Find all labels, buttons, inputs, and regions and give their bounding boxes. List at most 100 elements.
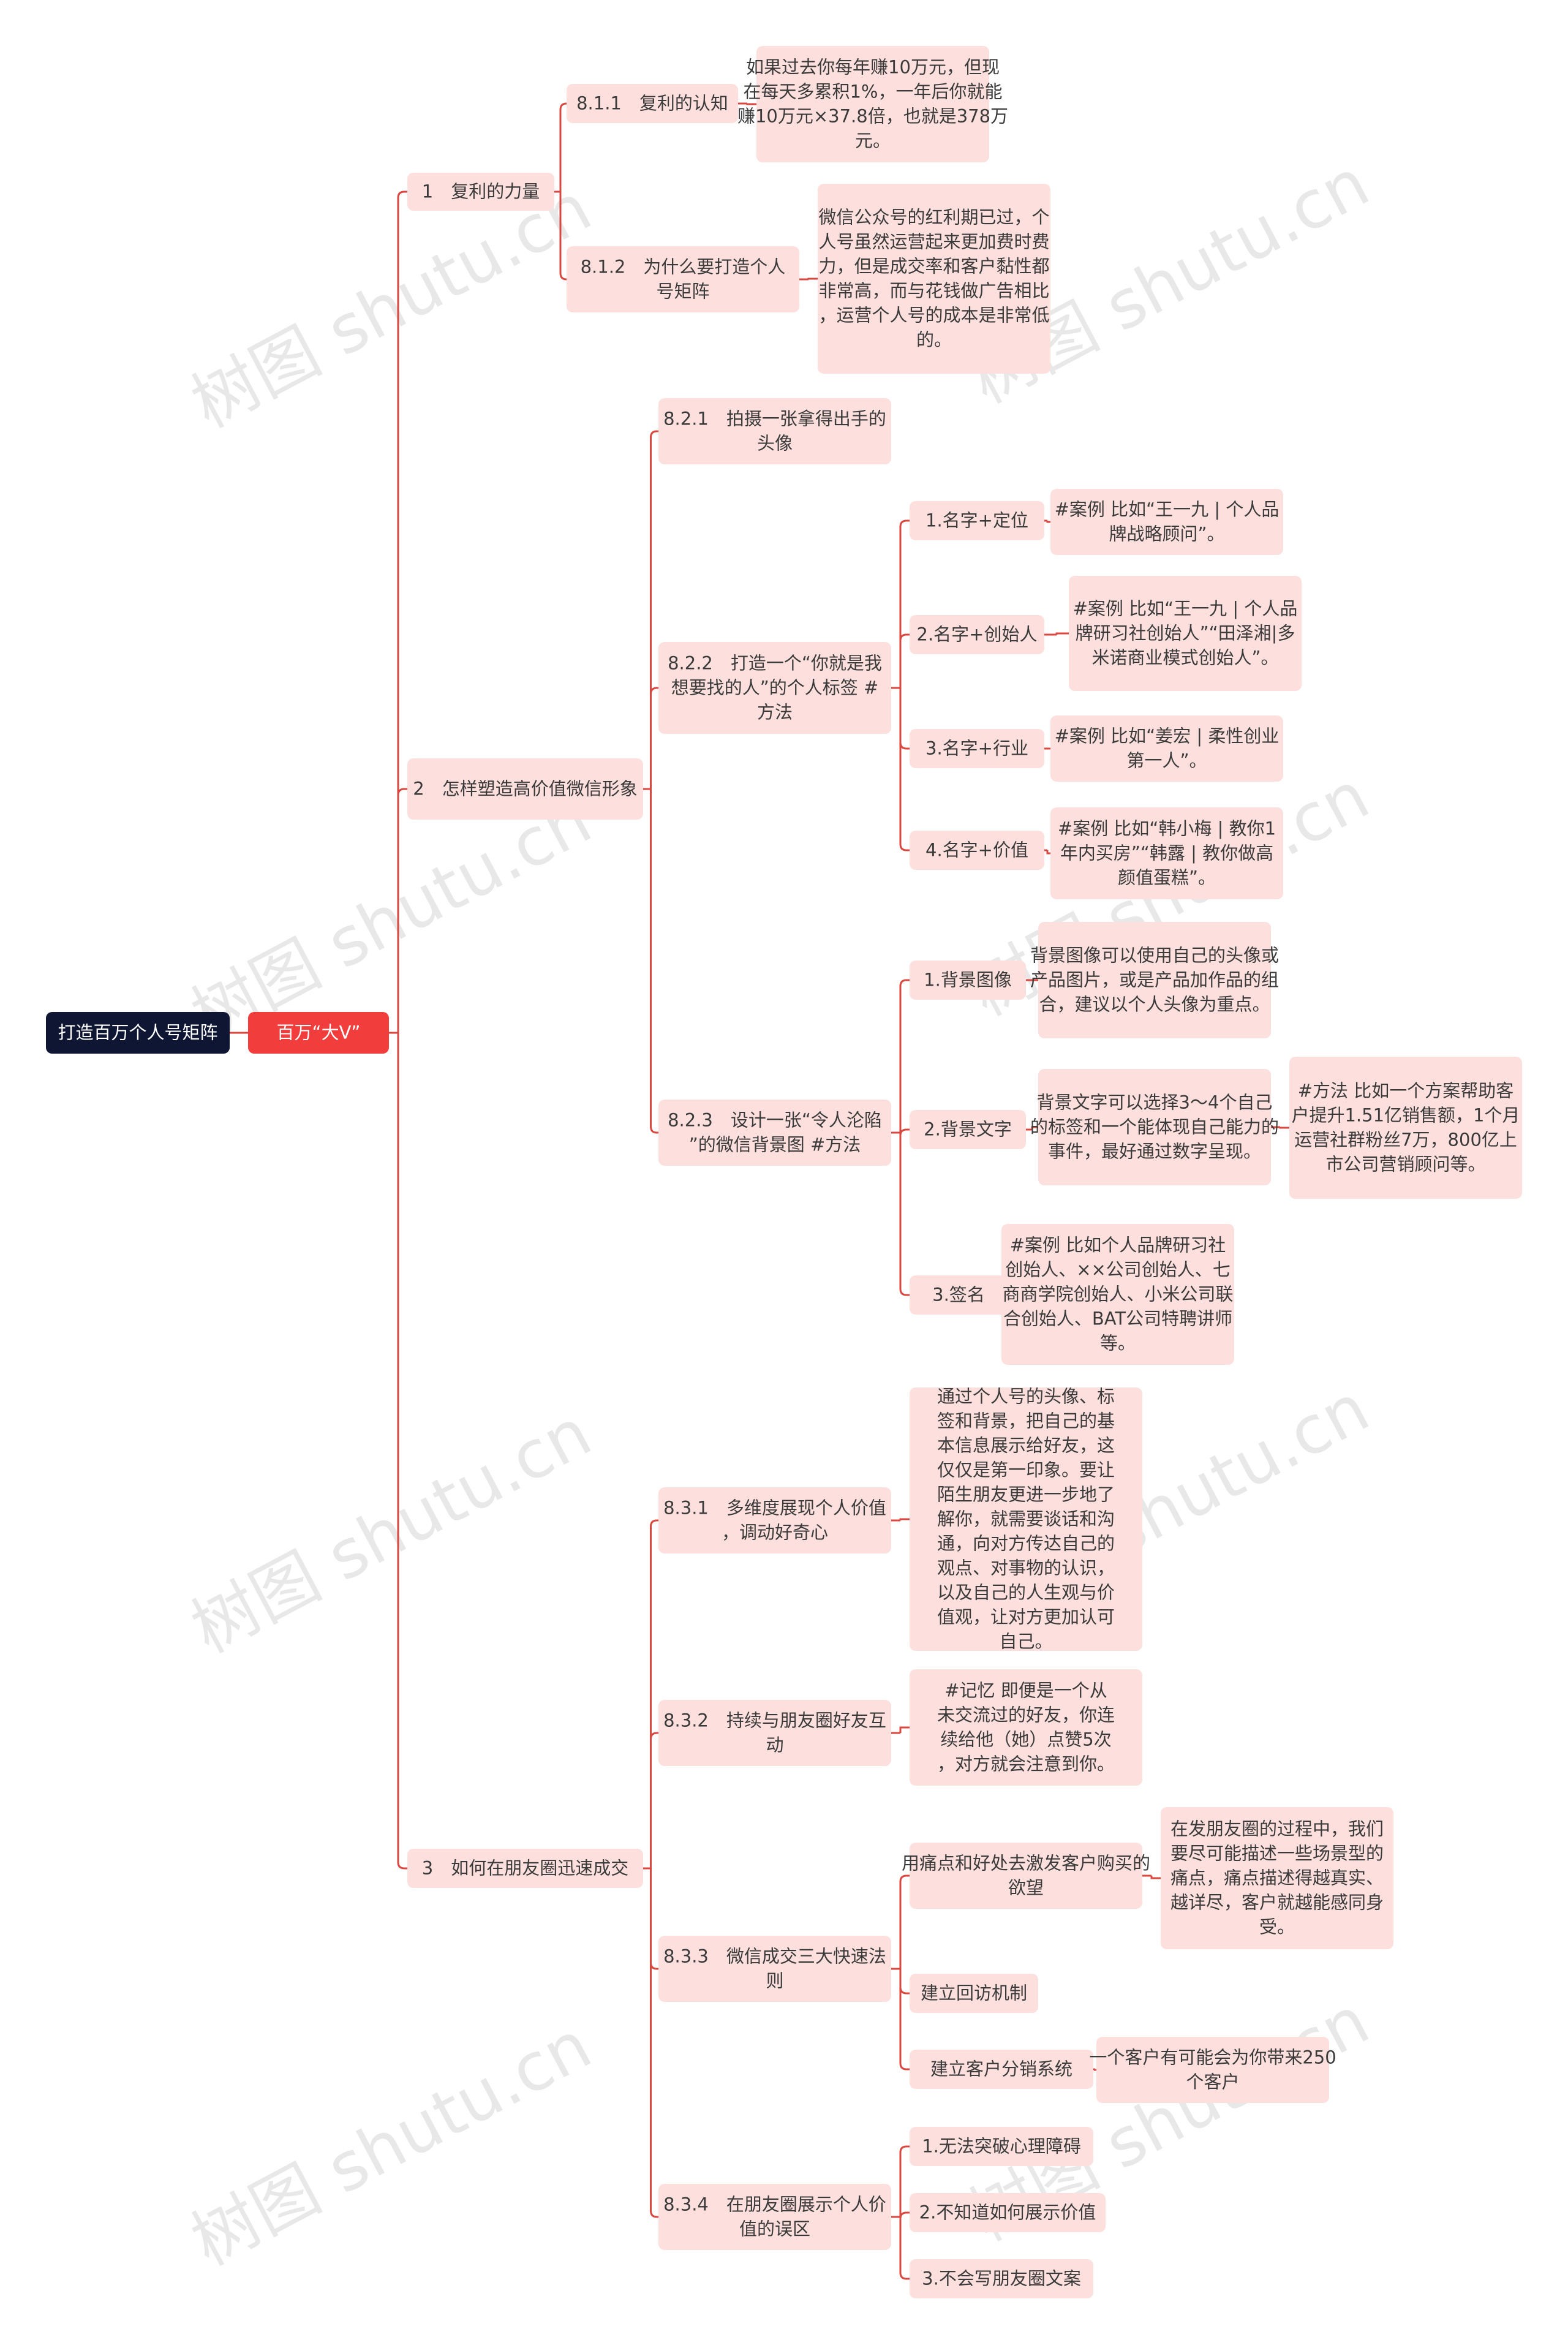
connector-stem	[554, 110, 562, 273]
connector-branch	[650, 1126, 658, 1134]
mind-node-level-4[interactable]: 2.不知道如何展示价值	[910, 2193, 1106, 2232]
mind-node-level-4-label: 1.背景图像	[924, 970, 1012, 991]
mind-node-level-3-label: 8.2.1 拍摄一张拿得出手的头像	[663, 409, 886, 454]
connector-branch	[650, 1519, 658, 1527]
connector-branch	[899, 979, 910, 987]
mind-node-level-3[interactable]: 8.3.3 微信成交三大快速法则	[658, 1936, 891, 2002]
mind-node-level-4[interactable]: 2.背景文字	[910, 1110, 1026, 1149]
mind-node-level-4[interactable]: 建立回访机制	[910, 1974, 1038, 2013]
connector-branch	[1046, 850, 1050, 855]
central-topic[interactable]: 打造百万个人号矩阵	[46, 1012, 230, 1054]
mind-node-level-5-label: #案例 比如个人品牌研习社创始人、××公司创始人、七商商学院创始人、小米公司联合…	[1002, 1235, 1233, 1354]
mind-node-level-5[interactable]: #案例 比如“王一九 | 个人品牌战略顾问”。	[1050, 489, 1283, 555]
mind-node-level-4-label: 如果过去你每年赚10万元，但现在每天多累积1%，一年后你就能赚10万元×37.8…	[737, 57, 1008, 151]
mind-node-level-5-box	[1050, 807, 1283, 899]
mind-node-level-5[interactable]: 在发朋友圈的过程中，我们要尽可能描述一些场景型的痛点，痛点描述得越真实、越详尽，…	[1161, 1807, 1393, 1949]
mind-node-level-4-label: 建立回访机制	[921, 1983, 1027, 2004]
connector-layer	[230, 102, 1289, 2280]
mind-node-level-3[interactable]: 8.1.1 复利的认知	[567, 84, 738, 123]
mind-node-level-4-box	[910, 1974, 1038, 2013]
mind-node-level-5-label: 背景图像可以使用自己的头像或产品图片，或是产品加作品的组合，建议以个人头像为重点…	[1030, 945, 1279, 1015]
mind-node-level-2-label: 1 复利的力量	[422, 181, 540, 202]
connector-branch	[650, 1962, 658, 1970]
mind-node-level-4[interactable]: 如果过去你每年赚10万元，但现在每天多累积1%，一年后你就能赚10万元×37.8…	[737, 46, 1008, 162]
mind-node-level-4-label: #记忆 即便是一个从未交流过的好友，你连续给他（她）点赞5次，对方就会注意到你。	[937, 1680, 1115, 1775]
mind-node-level-5-box	[1050, 715, 1283, 782]
mind-node-level-4-box	[910, 729, 1044, 768]
main-topic[interactable]: 百万“大V”	[248, 1012, 389, 1054]
mind-node-level-4[interactable]: 微信公众号的红利期已过，个人号虽然运营起来更加费时费力，但是成交率和客户黏性都非…	[818, 184, 1050, 374]
mind-node-level-5[interactable]: #案例 比如个人品牌研习社创始人、××公司创始人、七商商学院创始人、小米公司联合…	[1001, 1224, 1234, 1365]
mind-node-level-5-label: #案例 比如“姜宏 | 柔性创业第一人”。	[1055, 726, 1280, 771]
mind-node-level-5[interactable]: 背景图像可以使用自己的头像或产品图片，或是产品加作品的组合，建议以个人头像为重点…	[1030, 922, 1279, 1038]
mind-node-level-4[interactable]: 1.名字+定位	[910, 501, 1044, 540]
mind-node-level-4-box	[910, 1275, 1008, 1315]
mind-node-level-3-label: 8.2.2 打造一个“你就是我想要找的人”的个人标签 #方法	[668, 653, 882, 723]
mind-node-level-4-label: 1.名字+定位	[925, 510, 1028, 531]
connector-branch	[899, 633, 910, 641]
mind-node-level-2-box	[407, 758, 643, 820]
connector-branch	[1279, 1127, 1289, 1129]
mind-node-level-4-label: 3.不会写朋友圈文案	[922, 2268, 1081, 2289]
mind-node-level-5[interactable]: #案例 比如“姜宏 | 柔性创业第一人”。	[1050, 715, 1283, 782]
mind-node-level-3-box	[658, 1100, 891, 1166]
connector-branch	[899, 2145, 910, 2153]
connector-branch	[1055, 632, 1069, 635]
mind-node-level-3[interactable]: 8.2.1 拍摄一张拿得出手的头像	[658, 398, 891, 464]
mind-node-level-4[interactable]: 3.不会写朋友圈文案	[910, 2259, 1093, 2298]
mind-node-level-3-label: 8.1.1 复利的认知	[576, 93, 728, 114]
mind-node-level-4-label: 建立客户分销系统	[930, 2059, 1072, 2080]
mind-node-level-5[interactable]: #案例 比如“王一九 | 个人品牌研习社创始人”“田泽湘|多米诺商业模式创始人”…	[1069, 576, 1302, 691]
mind-node-level-4[interactable]: 建立客户分销系统	[910, 2050, 1093, 2089]
mind-node-level-4-box	[818, 184, 1050, 374]
mind-node-level-4[interactable]: 1.背景图像	[910, 961, 1026, 1000]
mind-node-level-3[interactable]: 8.2.2 打造一个“你就是我想要找的人”的个人标签 #方法	[658, 642, 891, 734]
mind-node-level-3-label: 8.3.1 多维度展现个人价值，调动好奇心	[663, 1498, 886, 1543]
mind-node-level-4[interactable]: 通过个人号的头像、标签和背景，把自己的基本信息展示给好友，这仅仅是第一印象。要让…	[910, 1386, 1142, 1652]
mind-node-level-4-label: 微信公众号的红利期已过，个人号虽然运营起来更加费时费力，但是成交率和客户黏性都非…	[818, 207, 1049, 350]
mind-node-level-4[interactable]: 3.签名	[910, 1275, 1008, 1315]
mind-node-level-4-label: 2.背景文字	[924, 1119, 1012, 1140]
mind-node-level-4-box	[910, 1110, 1026, 1149]
mind-node-level-6-label: #方法 比如一个方案帮助客户提升1.51亿销售额，1个月运营社群粉丝7万，800…	[1291, 1081, 1520, 1175]
connector-branch	[397, 1862, 407, 1870]
mind-node-level-5-box	[1161, 1807, 1393, 1949]
mind-node-level-4[interactable]: 4.名字+价值	[910, 831, 1044, 870]
mind-node-level-3-label: 8.3.2 持续与朋友圈好友互动	[663, 1710, 886, 1756]
mind-node-level-6[interactable]: #方法 比如一个方案帮助客户提升1.51亿销售额，1个月运营社群粉丝7万，800…	[1289, 1057, 1522, 1199]
central-topic-box	[46, 1012, 230, 1054]
mind-node-level-4-label: 2.名字+创始人	[917, 624, 1038, 645]
mind-node-level-4[interactable]: 2.名字+创始人	[910, 615, 1044, 654]
mind-node-level-4-box	[910, 2050, 1093, 2089]
mind-node-level-4-label: 4.名字+价值	[925, 840, 1028, 861]
mind-node-level-5-box	[1001, 1224, 1234, 1365]
mind-node-level-3[interactable]: 8.2.3 设计一张“令人沦陷”的微信背景图 #方法	[658, 1100, 891, 1166]
mind-node-level-3[interactable]: 8.3.1 多维度展现个人价值，调动好奇心	[658, 1487, 891, 1553]
connector-branch	[899, 2211, 910, 2219]
mind-node-level-5-box	[1050, 489, 1283, 555]
mind-node-level-2[interactable]: 1 复利的力量	[407, 173, 554, 211]
connector-branch	[899, 519, 910, 527]
mind-node-level-4[interactable]: 用痛点和好处去激发客户购买的欲望	[902, 1843, 1150, 1909]
mind-node-level-5[interactable]: 背景文字可以选择3～4个自己的标签和一个能体现自己能力的事件，最好通过数字呈现。	[1030, 1069, 1279, 1185]
mind-node-level-3-box	[658, 1936, 891, 2002]
mind-node-level-4[interactable]: 3.名字+行业	[910, 729, 1044, 768]
mind-node-level-2[interactable]: 3 如何在朋友圈迅速成交	[407, 1849, 643, 1888]
mind-node-level-3-label: 8.2.3 设计一张“令人沦陷”的微信背景图 #方法	[668, 1110, 882, 1155]
mind-node-level-4[interactable]: #记忆 即便是一个从未交流过的好友，你连续给他（她）点赞5次，对方就会注意到你。	[910, 1669, 1142, 1786]
connector-branch	[899, 742, 910, 750]
mind-node-level-2[interactable]: 2 怎样塑造高价值微信形象	[407, 758, 643, 820]
mind-node-level-4[interactable]: 1.无法突破心理障碍	[910, 2127, 1093, 2166]
mind-node-level-4-box	[910, 831, 1044, 870]
mind-node-level-3[interactable]: 8.3.2 持续与朋友圈好友互动	[658, 1700, 891, 1766]
mind-node-level-4-box	[756, 46, 989, 162]
mind-node-level-3[interactable]: 8.1.2 为什么要打造个人号矩阵	[567, 246, 799, 312]
watermark: 树图 shutu.cn	[180, 1394, 603, 1668]
connector-branch	[650, 687, 658, 695]
connector-stem	[891, 2153, 902, 2273]
mind-node-level-3[interactable]: 8.3.4 在朋友圈展示个人价值的误区	[658, 2184, 891, 2250]
central-topic-label: 打造百万个人号矩阵	[58, 1022, 217, 1043]
